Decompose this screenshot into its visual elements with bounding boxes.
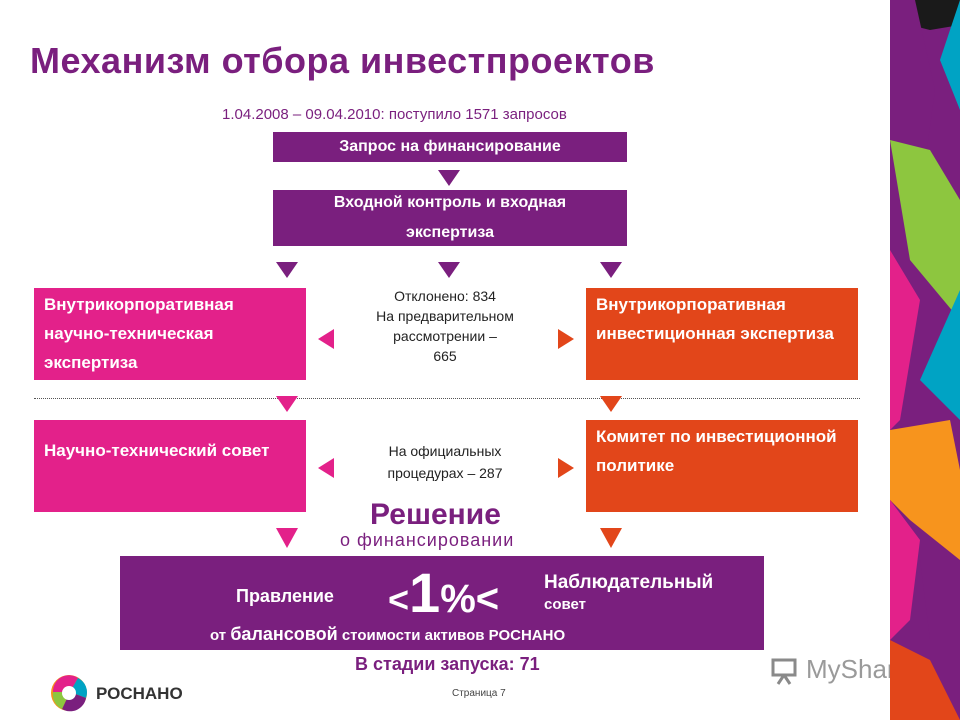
request-box: Запрос на финансирование bbox=[273, 132, 627, 162]
official-procedures-summary: На официальных процедурах – 287 bbox=[340, 440, 550, 484]
input-control-box: Входной контроль и входная экспертиза bbox=[273, 190, 627, 246]
scitech-council-box: Научно-технический совет bbox=[34, 420, 306, 512]
decorative-stripe bbox=[890, 0, 960, 720]
arrow-right-icon bbox=[558, 329, 574, 349]
arrow-down-icon bbox=[276, 528, 298, 548]
separator-line bbox=[34, 398, 860, 399]
arrow-down-icon bbox=[600, 262, 622, 278]
decorative-stripe-graphic bbox=[890, 0, 960, 720]
supervisory-board-label: Наблюдательный совет bbox=[544, 572, 713, 616]
scitech-council-label: Научно-технический совет bbox=[44, 441, 270, 460]
scitech-expertise-box: Внутрикорпоративная научно-техническая э… bbox=[34, 288, 306, 380]
percent-suffix: %< bbox=[440, 577, 500, 621]
request-box-label: Запрос на финансирование bbox=[339, 138, 561, 155]
asset-value-note: от балансовой стоимости активов РОСНАНО bbox=[210, 624, 565, 645]
arrow-down-icon bbox=[276, 396, 298, 412]
arrow-down-icon bbox=[438, 170, 460, 186]
arrow-left-icon bbox=[318, 458, 334, 478]
supervisory-line: Наблюдательный bbox=[544, 572, 714, 593]
input-control-box-label: Входной контроль и входная экспертиза bbox=[333, 194, 567, 241]
presentation-icon bbox=[771, 658, 797, 685]
rejected-line: 665 bbox=[433, 348, 457, 364]
investment-expertise-box: Внутрикорпоративная инвестиционная экспе… bbox=[586, 288, 858, 380]
asset-prefix: от bbox=[210, 627, 227, 644]
percent-prefix: < bbox=[388, 579, 410, 620]
supervisory-line: совет bbox=[544, 596, 587, 613]
board-decision-box: Правление <1%< Наблюдательный совет от б… bbox=[120, 556, 764, 650]
rejected-line: На предварительном bbox=[376, 308, 514, 324]
board-label: Правление bbox=[236, 586, 334, 606]
investment-expertise-label: Внутрикорпоративная инвестиционная экспе… bbox=[596, 295, 834, 343]
rejected-summary: Отклонено: 834 На предварительном рассмо… bbox=[340, 286, 550, 366]
rosnano-logo-icon bbox=[51, 675, 88, 712]
decision-title: Решение bbox=[370, 498, 501, 531]
official-line: процедурах – 287 bbox=[387, 465, 503, 481]
investment-committee-label: Комитет по инвестиционной политике bbox=[596, 427, 837, 475]
decision-subtitle: о финансировании bbox=[340, 530, 515, 550]
page-number: Страница 7 bbox=[452, 688, 506, 699]
rosnano-logo: РОСНАНО bbox=[48, 672, 198, 712]
rejected-line: рассмотрении – bbox=[393, 328, 497, 344]
scitech-expertise-label: Внутрикорпоративная научно-техническая э… bbox=[44, 295, 234, 372]
arrow-right-icon bbox=[558, 458, 574, 478]
asset-emphasis: балансовой bbox=[230, 624, 338, 644]
rejected-line: Отклонено: 834 bbox=[394, 288, 496, 304]
period-summary: 1.04.2008 – 09.04.2010: поступило 1571 з… bbox=[222, 106, 567, 123]
arrow-left-icon bbox=[318, 329, 334, 349]
page-title: Механизм отбора инвестпроектов bbox=[30, 40, 655, 81]
investment-committee-box: Комитет по инвестиционной политике bbox=[586, 420, 858, 512]
launch-stage-count: В стадии запуска: 71 bbox=[355, 654, 540, 674]
arrow-down-icon bbox=[438, 262, 460, 278]
rosnano-logo-text: РОСНАНО bbox=[96, 684, 183, 703]
arrow-down-icon bbox=[600, 528, 622, 548]
percent-threshold: <1%< bbox=[388, 560, 499, 625]
myshared-watermark: MyShared bbox=[770, 652, 925, 692]
percent-value: 1 bbox=[409, 561, 441, 624]
arrow-down-icon bbox=[600, 396, 622, 412]
arrow-down-icon bbox=[276, 262, 298, 278]
asset-rest: стоимости активов РОСНАНО bbox=[341, 627, 566, 644]
official-line: На официальных bbox=[388, 443, 502, 459]
